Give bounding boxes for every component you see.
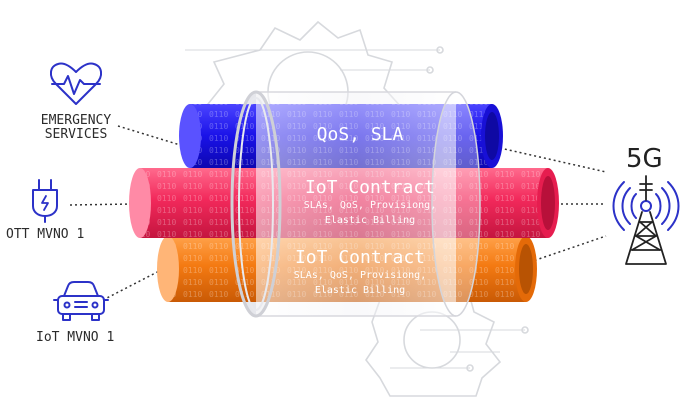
emergency-label-line1: EMERGENCY: [40, 113, 112, 128]
connectors: [69, 125, 607, 301]
iot-contract-2-sub1: SLAs, QoS, Provisiong,: [293, 270, 427, 281]
glass-cylinder: [230, 90, 481, 318]
ott-mvno-label: OTT MVNO 1: [6, 227, 85, 242]
car-icon: [53, 281, 109, 321]
qos-pipe-title: QoS, SLA: [316, 124, 404, 145]
connector-ott: [69, 203, 133, 206]
power-plug-icon: [32, 179, 58, 223]
iot-contract-2-sub2: Elastic Billing: [314, 285, 406, 296]
iot-contract-1-sub1: SLAs, QoS, Provisiong,: [303, 200, 437, 211]
cell-tower-icon: [612, 175, 680, 265]
iot-contract-1-label: IoT Contract SLAs, QoS, Provisiong, Elas…: [270, 177, 470, 228]
iot-mvno-label: IoT MVNO 1: [36, 330, 115, 345]
connector-iot: [102, 267, 166, 301]
connector-5g-top: [499, 147, 607, 173]
heart-pulse-icon: [50, 62, 102, 105]
emergency-label-line2: SERVICES: [44, 127, 108, 142]
iot-contract-1-title: IoT Contract: [304, 177, 436, 198]
iot-contract-2-title: IoT Contract: [294, 247, 426, 268]
emergency-services-label: EMERGENCY SERVICES: [30, 114, 122, 142]
iot-contract-1-sub2: Elastic Billing: [324, 215, 416, 226]
iot-contract-2-label: IoT Contract SLAs, QoS, Provisiong, Elas…: [260, 247, 460, 298]
network-5g-label: 5G: [626, 144, 663, 174]
connector-5g-bottom: [529, 235, 607, 263]
